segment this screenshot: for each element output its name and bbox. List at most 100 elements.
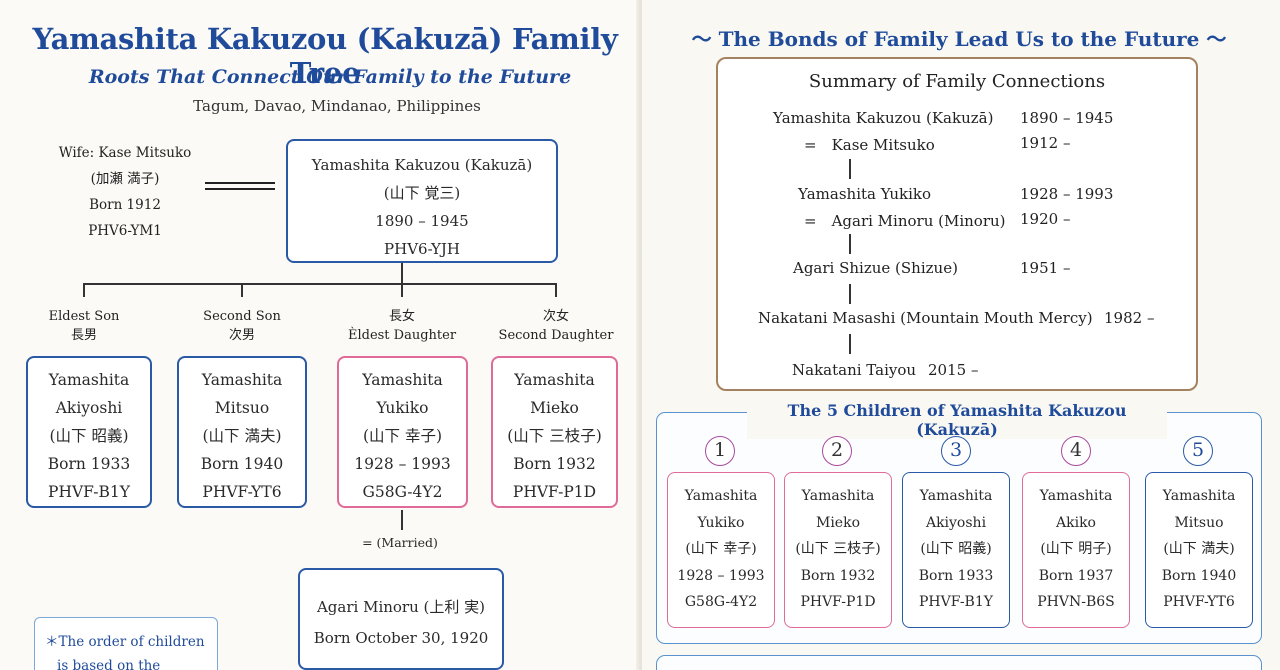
wife-kanji: (加瀬 満子) (90, 171, 160, 187)
summary-name-7: Nakatani Taiyou (792, 361, 917, 379)
kid-given-name: Mitsuo (1174, 514, 1224, 531)
father-connector (401, 263, 403, 283)
child-born: 1928 – 1993 (354, 455, 451, 473)
marriage-connector (401, 510, 403, 530)
kid-given-name: Akiyoshi (925, 514, 987, 531)
kid-kanji: (山下 明子) (1040, 541, 1112, 557)
child-kanji: (山下 幸子) (362, 427, 443, 445)
summary-connector-3 (849, 284, 851, 304)
child-surname: Yamashita (48, 371, 130, 389)
child-kanji: (山下 三枝子) (507, 427, 602, 445)
summary-name-4: = Agari Minoru (Minoru) (804, 212, 1006, 230)
kid-card-5: Yamashita Mitsuo (山下 満夫) Born 1940 PHVF-… (1145, 472, 1253, 628)
kid-surname: Yamashita (1039, 488, 1113, 504)
child-given-name: Yukiko (376, 399, 429, 417)
kid-born: Born 1932 (800, 567, 876, 584)
kid-born: Born 1940 (1161, 567, 1237, 584)
summary-box: Summary of Family Connections Yamashita … (716, 57, 1198, 391)
kid-surname: Yamashita (684, 488, 758, 504)
relation-label-4: 次女 Second Daughter (490, 307, 622, 345)
child-given-name: Mieko (530, 399, 579, 417)
kid-card-3: Yamashita Akiyoshi (山下 昭義) Born 1933 PHV… (902, 472, 1010, 628)
summary-name-5: Agari Shizue (Shizue) (793, 259, 958, 277)
married-label: = (Married) (362, 535, 438, 550)
child-number-2: 2 (822, 436, 852, 466)
child-box-mieko: Yamashita Mieko (山下 三枝子) Born 1932 PHVF-… (491, 356, 618, 508)
child-box-yukiko: Yamashita Yukiko (山下 幸子) 1928 – 1993 G58… (337, 356, 468, 508)
father-name: Yamashita Kakuzou (Kakuzā) (311, 156, 533, 174)
kid-given-name: Yukiko (697, 514, 745, 531)
relation-ja: 次女 (542, 309, 569, 324)
wife-info: Wife: Kase Mitsuko (加瀬 満子) Born 1912 PHV… (40, 140, 210, 244)
marriage-line-bottom (205, 188, 275, 190)
kid-born: Born 1933 (918, 567, 994, 584)
right-page-title: ～ The Bonds of Family Lead Us to the Fut… (691, 27, 1227, 51)
child-given-name: Mitsuo (214, 399, 270, 417)
child-surname: Yamashita (362, 371, 443, 389)
relation-label-2: Second Son 次男 (182, 307, 302, 345)
father-id: PHV6-YJH (384, 240, 460, 258)
next-section-panel (656, 655, 1262, 670)
kid-born: 1928 – 1993 (677, 567, 765, 584)
spouse-name: Agari Minoru (上利 実) (316, 598, 486, 616)
five-children-title: The 5 Children of Yamashita Kakuzou (Kak… (747, 401, 1167, 439)
relation-en: Eldest Son (48, 309, 120, 324)
child-born: Born 1940 (200, 455, 284, 473)
child-number-1: 1 (705, 436, 735, 466)
summary-connector-4 (849, 334, 851, 354)
children-bar (83, 283, 556, 285)
kid-kanji: (山下 昭義) (920, 541, 992, 557)
summary-name-6: Nakatani Masashi (Mountain Mouth Mercy) (758, 309, 1093, 327)
relation-en: Èldest Daughter (347, 328, 457, 343)
order-note: ＊The order of children is based on the r… (34, 617, 218, 670)
child-surname: Yamashita (201, 371, 283, 389)
kid-given-name: Mieko (815, 514, 860, 531)
marriage-line-top (205, 182, 275, 184)
note-line-1: ＊The order of children (45, 634, 205, 650)
relation-label-3: 長女 Èldest Daughter (336, 307, 468, 345)
summary-name-1: Yamashita Kakuzou (Kakuzā) (773, 109, 994, 127)
summary-years-2: 1912 – (1020, 134, 1071, 152)
child-connector-3 (401, 283, 403, 297)
child-surname: Yamashita (514, 371, 595, 389)
relation-en: Second Daughter (498, 328, 614, 343)
note-line-2: is based on the records (57, 658, 161, 670)
child-number-3: 3 (941, 436, 971, 466)
page-title: Yamashita Kakuzou (Kakuzā) Family Tree (32, 22, 618, 90)
kid-id: G58G-4Y2 (684, 594, 758, 610)
five-children-panel: The 5 Children of Yamashita Kakuzou (Kak… (656, 401, 1262, 644)
child-connector-4 (555, 283, 557, 297)
child-id: G58G-4Y2 (362, 483, 443, 501)
child-born: Born 1932 (513, 455, 596, 473)
relation-ja: 次男 (228, 328, 255, 343)
kid-surname: Yamashita (919, 488, 993, 504)
child-born: Born 1933 (47, 455, 131, 473)
left-page: Yamashita Kakuzou (Kakuzā) Family Tree R… (26, 22, 622, 670)
kid-id: PHVF-YT6 (1163, 594, 1235, 610)
kid-id: PHVF-P1D (800, 594, 876, 610)
child-given-name: Akiyoshi (55, 399, 123, 417)
kid-id: PHVF-B1Y (919, 594, 993, 610)
right-page: ～ The Bonds of Family Lead Us to the Fut… (642, 0, 1280, 670)
kid-kanji: (山下 三枝子) (795, 541, 881, 557)
father-box: Yamashita Kakuzou (Kakuzā) (山下 覚三) 1890 … (286, 139, 558, 263)
summary-connector-1 (849, 159, 851, 179)
summary-years-1: 1890 – 1945 (1020, 109, 1114, 127)
child-kanji: (山下 満夫) (202, 427, 282, 445)
child-box-mitsuo: Yamashita Mitsuo (山下 満夫) Born 1940 PHVF-… (177, 356, 307, 508)
kid-card-1: Yamashita Yukiko (山下 幸子) 1928 – 1993 G58… (667, 472, 775, 628)
summary-years-5: 1951 – (1020, 259, 1071, 277)
summary-years-3: 1928 – 1993 (1020, 185, 1114, 203)
wife-born: Born 1912 (89, 197, 161, 213)
kid-card-2: Yamashita Mieko (山下 三枝子) Born 1932 PHVF-… (784, 472, 892, 628)
relation-ja: 長男 (70, 328, 97, 343)
summary-name-2: = Kase Mitsuko (804, 136, 935, 154)
child-id: PHVF-B1Y (48, 483, 130, 501)
book-gutter (636, 0, 646, 670)
relation-ja: 長女 (388, 309, 415, 324)
kid-surname: Yamashita (1162, 488, 1236, 504)
child-number-5: 5 (1183, 436, 1213, 466)
summary-years-4: 1920 – (1020, 210, 1071, 228)
child-connector-1 (83, 283, 85, 297)
father-years: 1890 – 1945 (375, 212, 469, 230)
